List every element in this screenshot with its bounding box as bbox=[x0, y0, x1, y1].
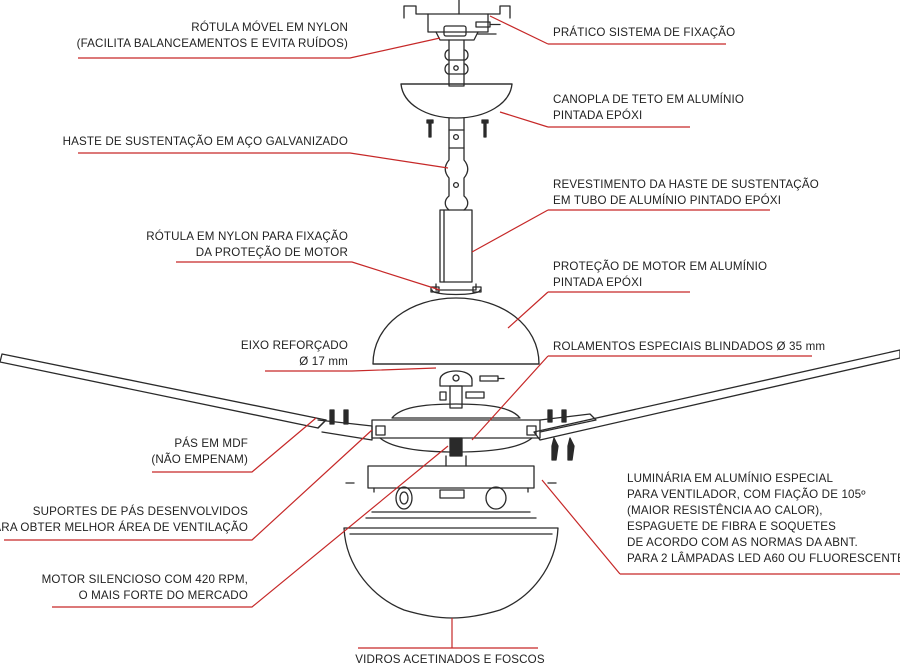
label-rolamentos: ROLAMENTOS ESPECIAIS BLINDADOS Ø 35 mm bbox=[553, 339, 825, 355]
label-line: LUMINÁRIA EM ALUMÍNIO ESPECIAL bbox=[627, 472, 834, 485]
label-haste: HASTE DE SUSTENTAÇÃO EM AÇO GALVANIZADO bbox=[63, 134, 348, 150]
label-line: (FACILITA BALANCEAMENTOS E EVITA RUÍDOS) bbox=[76, 37, 348, 50]
label-canopla: CANOPLA DE TETO EM ALUMÍNIO PINTADA EPÓX… bbox=[553, 92, 744, 124]
label-rotula-nylon: RÓTULA EM NYLON PARA FIXAÇÃO DA PROTEÇÃO… bbox=[146, 229, 348, 261]
label-line: CANOPLA DE TETO EM ALUMÍNIO bbox=[553, 93, 745, 106]
label-line: PRÁTICO SISTEMA DE FIXAÇÃO bbox=[553, 26, 736, 39]
mounting-bracket bbox=[403, 0, 511, 41]
leader-lines bbox=[4, 15, 900, 649]
label-motor: MOTOR SILENCIOSO COM 420 RPM, O MAIS FOR… bbox=[42, 572, 248, 604]
motor-housing bbox=[371, 403, 541, 457]
rod-cover-tube bbox=[430, 209, 482, 296]
leader-suportes bbox=[4, 429, 373, 541]
label-line: PÁS EM MDF bbox=[174, 437, 248, 450]
leader-eixo bbox=[265, 367, 437, 372]
right-blade bbox=[533, 349, 900, 461]
leader-rotula-nylon bbox=[176, 261, 441, 291]
label-line: PARA VENTILADOR, COM FIAÇÃO DE 105º bbox=[627, 488, 866, 501]
label-line: SUPORTES DE PÁS DESENVOLVIDOS bbox=[32, 505, 248, 518]
label-line: O MAIS FORTE DO MERCADO bbox=[78, 589, 248, 602]
label-line: Ø 17 mm bbox=[299, 355, 348, 368]
label-line: PINTADA EPÓXI bbox=[553, 276, 643, 289]
label-line: EM TUBO DE ALUMÍNIO PINTADO EPÓXI bbox=[553, 194, 782, 207]
label-line: PINTADA EPÓXI bbox=[553, 109, 643, 122]
label-line: ROLAMENTOS ESPECIAIS BLINDADOS Ø 35 mm bbox=[553, 340, 826, 353]
label-pas: PÁS EM MDF (NÃO EMPENAM) bbox=[151, 436, 248, 468]
shaft-joint bbox=[439, 370, 505, 409]
label-luminaria: LUMINÁRIA EM ALUMÍNIO ESPECIAL PARA VENT… bbox=[627, 471, 900, 567]
leader-canopla bbox=[499, 111, 690, 128]
label-vidros: VIDROS ACETINADOS E FOSCOS bbox=[300, 652, 600, 668]
glass-shade bbox=[343, 527, 559, 619]
label-line: (MAIOR RESISTÊNCIA AO CALOR), bbox=[627, 504, 823, 517]
label-line: PARA OBTER MELHOR ÁREA DE VENTILAÇÃO bbox=[0, 521, 248, 534]
label-protecao: PROTEÇÃO DE MOTOR EM ALUMÍNIO PINTADA EP… bbox=[553, 259, 767, 291]
leader-revestimento bbox=[471, 209, 770, 253]
label-rotula-movel: RÓTULA MÓVEL EM NYLON (FACILITA BALANCEA… bbox=[77, 20, 348, 52]
leader-protecao bbox=[507, 291, 690, 329]
left-blade bbox=[0, 353, 373, 441]
label-line: RÓTULA MÓVEL EM NYLON bbox=[191, 21, 348, 34]
label-suportes: SUPORTES DE PÁS DESENVOLVIDOS PARA OBTER… bbox=[0, 504, 248, 536]
label-line: HASTE DE SUSTENTAÇÃO EM AÇO GALVANIZADO bbox=[62, 135, 348, 148]
luminaire-housing bbox=[345, 455, 557, 519]
leader-rotula-movel bbox=[78, 37, 441, 59]
steel-rod bbox=[444, 117, 469, 211]
label-line: ESPAGUETE DE FIBRA E SOQUETES bbox=[627, 520, 837, 533]
label-line: PROTEÇÃO DE MOTOR EM ALUMÍNIO bbox=[553, 260, 768, 273]
label-revestimento: REVESTIMENTO DA HASTE DE SUSTENTAÇÃO EM … bbox=[553, 177, 819, 209]
label-line: REVESTIMENTO DA HASTE DE SUSTENTAÇÃO bbox=[553, 178, 819, 191]
label-line: MOTOR SILENCIOSO COM 420 RPM, bbox=[41, 573, 248, 586]
label-fixacao: PRÁTICO SISTEMA DE FIXAÇÃO bbox=[553, 25, 735, 41]
label-line: PARA 2 LÂMPADAS LED A60 OU FLUORESCENTES bbox=[627, 552, 900, 565]
leader-pas bbox=[152, 417, 317, 473]
label-line: EIXO REFORÇADO bbox=[240, 339, 348, 352]
upper-downrod bbox=[444, 39, 469, 87]
label-line: (NÃO EMPENAM) bbox=[151, 453, 248, 466]
label-eixo: EIXO REFORÇADO Ø 17 mm bbox=[241, 338, 348, 370]
leader-motor bbox=[52, 445, 449, 608]
motor-cover bbox=[372, 297, 540, 365]
leader-fixacao bbox=[489, 15, 726, 45]
leader-luminaria bbox=[541, 479, 900, 575]
leader-rolamentos bbox=[471, 355, 812, 441]
label-line: DA PROTEÇÃO DE MOTOR bbox=[195, 246, 348, 259]
label-line: RÓTULA EM NYLON PARA FIXAÇÃO bbox=[146, 230, 348, 243]
label-line: DE ACORDO COM AS NORMAS DA ABNT. bbox=[627, 536, 858, 549]
leader-vidros bbox=[358, 618, 538, 649]
ceiling-canopy bbox=[400, 83, 513, 138]
label-line: VIDROS ACETINADOS E FOSCOS bbox=[355, 653, 545, 666]
leader-haste bbox=[78, 152, 449, 169]
